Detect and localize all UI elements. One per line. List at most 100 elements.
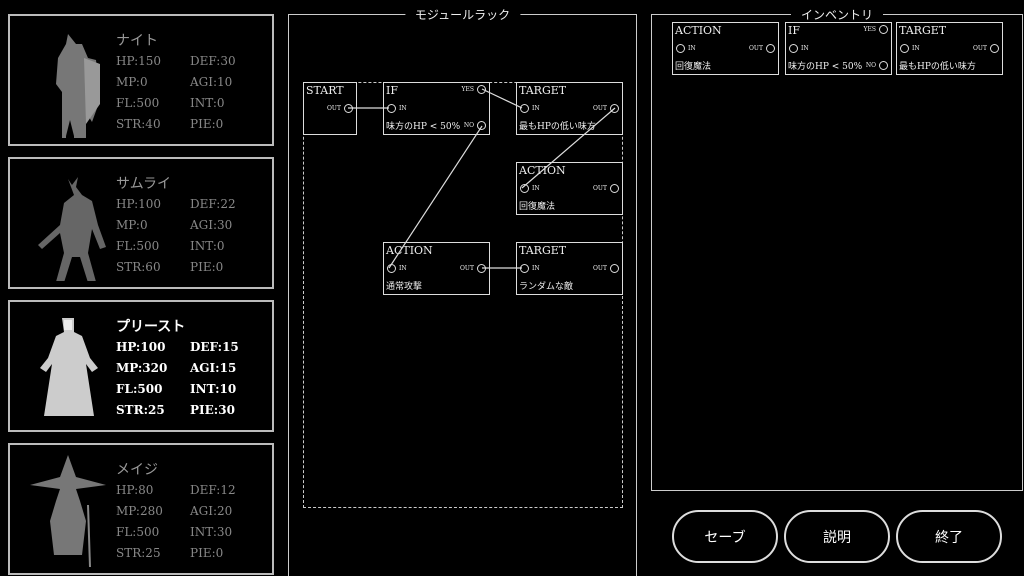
port-circle-icon[interactable] — [610, 184, 619, 193]
stat-hp: HP:100 — [116, 340, 166, 354]
port-circle-icon[interactable] — [387, 264, 396, 273]
node-type: TARGET — [519, 244, 567, 257]
node-label: ランダムな敵 — [519, 282, 574, 292]
stat-pie: PIE:0 — [190, 546, 224, 560]
rack-node-start[interactable]: START OUT — [303, 82, 357, 135]
character-name: サムライ — [116, 176, 172, 192]
stat-fl: FL:500 — [116, 239, 160, 253]
rack-node-action[interactable]: ACTION IN OUT 回復魔法 — [516, 162, 623, 215]
in-port[interactable]: IN — [676, 44, 696, 53]
port-circle-icon[interactable] — [900, 44, 909, 53]
inventory-node-target[interactable]: TARGET IN OUT 最もHPの低い味方 — [896, 22, 1003, 75]
character-portrait-icon — [40, 318, 98, 416]
help-button[interactable]: 説明 — [784, 510, 890, 563]
stat-str: STR:25 — [116, 546, 161, 560]
port-circle-icon[interactable] — [344, 104, 353, 113]
node-label: 回復魔法 — [675, 62, 712, 72]
port-circle-icon[interactable] — [520, 264, 529, 273]
in-port[interactable]: IN — [520, 184, 540, 193]
port-circle-icon[interactable] — [477, 121, 486, 130]
node-label: 最もHPの低い味方 — [899, 62, 976, 72]
in-port[interactable]: IN — [520, 264, 540, 273]
out-port[interactable]: OUT — [593, 184, 619, 193]
stat-def: DEF:30 — [190, 54, 236, 68]
yes-port[interactable]: YES — [462, 85, 486, 94]
port-circle-icon[interactable] — [990, 44, 999, 53]
stat-int: INT:0 — [190, 239, 225, 253]
out-port[interactable]: OUT — [460, 264, 486, 273]
stat-str: STR:60 — [116, 260, 161, 274]
stat-int: INT:30 — [190, 525, 233, 539]
stat-hp: HP:80 — [116, 483, 154, 497]
node-label: 回復魔法 — [519, 202, 556, 212]
port-circle-icon[interactable] — [676, 44, 685, 53]
port-circle-icon[interactable] — [879, 61, 888, 70]
in-port[interactable]: IN — [387, 104, 407, 113]
stat-agi: AGI:10 — [190, 75, 233, 89]
port-circle-icon[interactable] — [477, 264, 486, 273]
character-portrait-icon — [30, 455, 106, 567]
port-circle-icon[interactable] — [766, 44, 775, 53]
in-port[interactable]: IN — [900, 44, 920, 53]
stat-mp: MP:0 — [116, 75, 148, 89]
no-port[interactable]: NO — [464, 121, 486, 130]
out-port[interactable]: OUT — [749, 44, 775, 53]
stat-fl: FL:500 — [116, 525, 160, 539]
no-port[interactable]: NO — [866, 61, 888, 70]
port-circle-icon[interactable] — [610, 264, 619, 273]
node-type: ACTION — [519, 164, 566, 177]
node-label: 味方のHP < 50% — [788, 62, 863, 72]
port-circle-icon[interactable] — [879, 25, 888, 34]
stat-pie: PIE:0 — [190, 117, 224, 131]
stat-def: DEF:22 — [190, 197, 236, 211]
node-type: START — [306, 84, 344, 97]
inventory-title: インベントリ — [790, 6, 884, 23]
port-circle-icon[interactable] — [520, 184, 529, 193]
rack-node-if[interactable]: IF IN YES NO 味方のHP < 50% — [383, 82, 490, 135]
module-rack-panel: モジュールラック — [288, 6, 637, 576]
port-circle-icon[interactable] — [610, 104, 619, 113]
node-label: 味方のHP < 50% — [386, 122, 461, 132]
stat-str: STR:40 — [116, 117, 161, 131]
rack-drop-area[interactable] — [303, 82, 623, 508]
stat-pie: PIE:0 — [190, 260, 224, 274]
stat-def: DEF:15 — [190, 340, 239, 354]
out-port[interactable]: OUT — [327, 104, 353, 113]
stat-int: INT:10 — [190, 382, 237, 396]
port-circle-icon[interactable] — [789, 44, 798, 53]
module-rack-title: モジュールラック — [404, 6, 521, 23]
stat-mp: MP:0 — [116, 218, 148, 232]
port-circle-icon[interactable] — [477, 85, 486, 94]
stat-pie: PIE:30 — [190, 403, 235, 417]
yes-port[interactable]: YES — [864, 25, 888, 34]
node-type: TARGET — [899, 24, 947, 37]
stat-agi: AGI:15 — [190, 361, 237, 375]
in-port[interactable]: IN — [520, 104, 540, 113]
out-port[interactable]: OUT — [593, 104, 619, 113]
stat-mp: MP:320 — [116, 361, 168, 375]
stat-int: INT:0 — [190, 96, 225, 110]
stat-mp: MP:280 — [116, 504, 163, 518]
in-port[interactable]: IN — [387, 264, 407, 273]
node-type: IF — [386, 84, 398, 97]
port-circle-icon[interactable] — [520, 104, 529, 113]
node-type: TARGET — [519, 84, 567, 97]
stat-fl: FL:500 — [116, 382, 163, 396]
rack-node-target[interactable]: TARGET IN OUT ランダムな敵 — [516, 242, 623, 295]
quit-button[interactable]: 終了 — [896, 510, 1002, 563]
character-name: ナイト — [116, 33, 158, 49]
in-port[interactable]: IN — [789, 44, 809, 53]
port-circle-icon[interactable] — [387, 104, 396, 113]
node-label: 通常攻撃 — [386, 282, 423, 292]
out-port[interactable]: OUT — [593, 264, 619, 273]
save-button[interactable]: セーブ — [672, 510, 778, 563]
out-port[interactable]: OUT — [973, 44, 999, 53]
